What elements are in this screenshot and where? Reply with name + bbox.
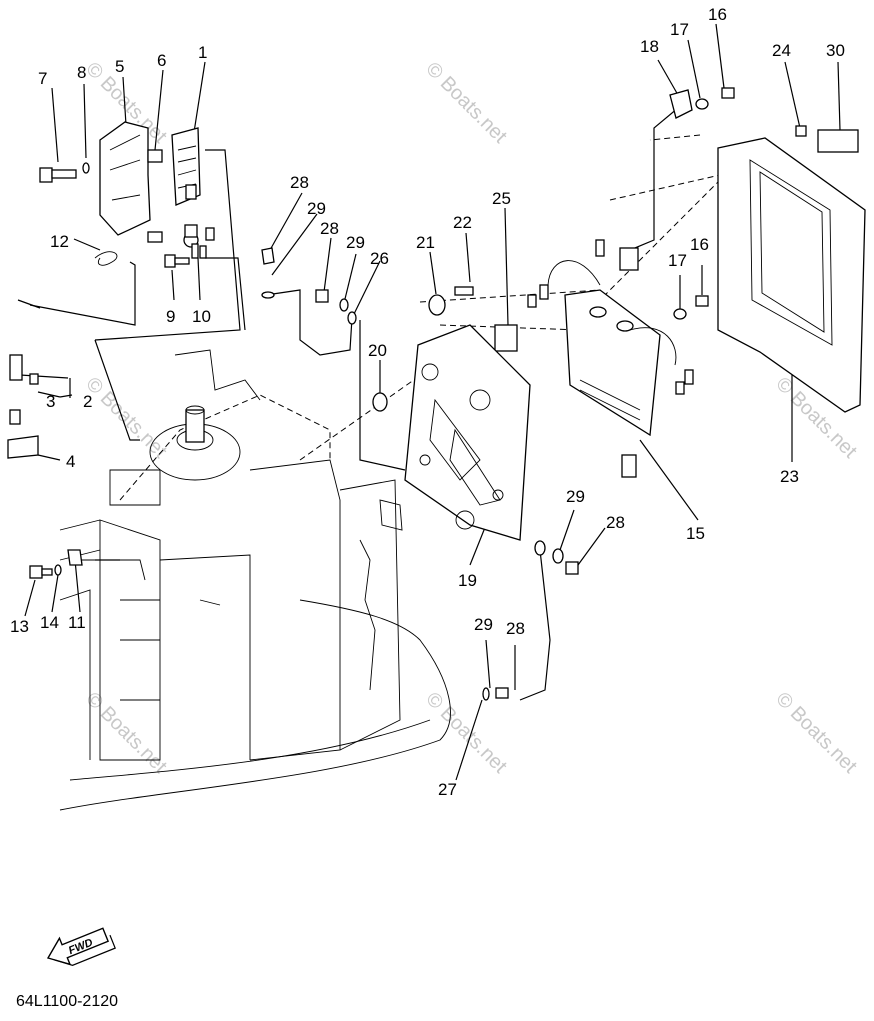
washer-14-icon [54, 564, 62, 576]
bracket-plate-19-icon [404, 324, 531, 541]
catalog-code: 64L1100-2120 [16, 993, 118, 1010]
callout-28c: 28 [606, 513, 625, 532]
bolt-7-icon [39, 167, 77, 183]
callout-15: 15 [686, 524, 705, 543]
bracket-11-icon [67, 549, 83, 566]
watermark: © Boats.net [421, 688, 511, 778]
callout-29d: 29 [474, 615, 493, 634]
watermark: © Boats.net [81, 688, 171, 778]
watermark: © Boats.net [421, 58, 511, 148]
bolt-24-icon [795, 125, 807, 137]
connector-3-icon [9, 354, 23, 381]
clip-18-icon [669, 89, 693, 119]
clamp-4-icon [7, 435, 39, 459]
engine-block-outline [59, 349, 451, 811]
callout-8: 8 [77, 63, 86, 82]
callout-21: 21 [416, 233, 435, 252]
bolt-16-icon [721, 87, 735, 99]
grommet-21-icon [428, 294, 446, 316]
washer-29-lower-icon [534, 540, 546, 556]
callout-7: 7 [38, 69, 47, 88]
watermark: © Boats.net [771, 688, 861, 778]
bracket-5-icon [99, 121, 151, 236]
callout-22: 22 [453, 213, 472, 232]
cover-23-icon [717, 137, 866, 413]
fwd-label: FWD [67, 937, 95, 958]
watermark: © Boats.net [81, 373, 171, 463]
label-30-icon [817, 129, 859, 153]
washer-17-icon [695, 98, 709, 110]
washer-8-icon [82, 162, 90, 174]
callout-6: 6 [157, 51, 166, 70]
leader-lines [19, 23, 841, 781]
callout-28a: 28 [290, 173, 309, 192]
callout-26: 26 [370, 249, 389, 268]
callout-28d: 28 [506, 619, 525, 638]
screw-22-icon [454, 286, 474, 296]
grommet-20-icon [372, 392, 388, 412]
callout-30: 30 [826, 41, 845, 60]
bolt-28-lower-icon [565, 561, 579, 575]
callout-13: 13 [10, 617, 29, 636]
cdi-unit-15-icon [564, 289, 661, 437]
callout-18: 18 [640, 37, 659, 56]
callout-17b: 17 [668, 251, 687, 270]
clip-12-icon [94, 251, 118, 266]
callout-11: 11 [68, 613, 86, 632]
callout-17a: 17 [670, 20, 689, 39]
callout-4: 4 [66, 452, 75, 471]
callout-3: 3 [46, 392, 55, 411]
screw-9-icon [164, 254, 176, 268]
washer-10-icon [191, 243, 199, 259]
callout-29a: 29 [307, 199, 326, 218]
callout-29b: 29 [346, 233, 365, 252]
callout-10: 10 [192, 307, 211, 326]
screw-13-icon [29, 565, 43, 579]
callout-24: 24 [772, 41, 791, 60]
callout-labels: 1 2 3 4 5 6 7 8 9 10 11 12 13 14 15 16 1… [10, 5, 845, 799]
callout-23: 23 [780, 467, 799, 486]
fwd-arrow-icon: FWD [46, 927, 116, 966]
callout-1: 1 [198, 43, 207, 62]
callout-12: 12 [50, 232, 69, 251]
callout-14: 14 [40, 613, 59, 632]
callout-2: 2 [83, 392, 92, 411]
switch-25-icon [494, 324, 518, 352]
callout-16a: 16 [708, 5, 727, 24]
bolt-28-icon [261, 247, 275, 265]
collar-6-icon [147, 149, 163, 163]
parts [7, 87, 866, 701]
callout-20: 20 [368, 341, 387, 360]
callout-9: 9 [166, 307, 175, 326]
washer-29-icon [261, 291, 275, 299]
callout-5: 5 [115, 57, 124, 76]
callout-27: 27 [438, 780, 457, 799]
callout-28b: 28 [320, 219, 339, 238]
callout-19: 19 [458, 571, 477, 590]
callout-16b: 16 [690, 235, 709, 254]
callout-25: 25 [492, 189, 511, 208]
callout-29c: 29 [566, 487, 585, 506]
